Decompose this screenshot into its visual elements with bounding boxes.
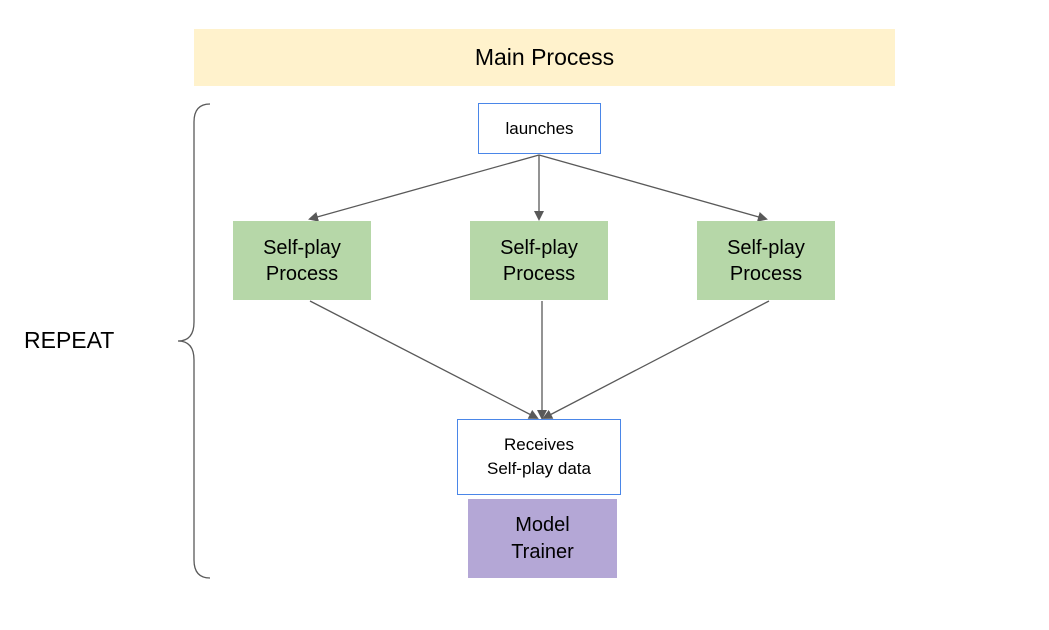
- arrow-selfplay-1-to-receives: [309, 300, 539, 419]
- arrow-launches-to-selfplay-1: [308, 154, 540, 222]
- self-play-process-box: Self-play Process: [697, 221, 835, 300]
- self-play-process-box: Self-play Process: [470, 221, 608, 300]
- arrow-launches-to-selfplay-3: [538, 154, 768, 222]
- repeat-brace: [177, 103, 211, 579]
- model-trainer-box: Model Trainer: [468, 499, 617, 578]
- receives-data-box: Receives Self-play data: [457, 419, 621, 495]
- launches-box: launches: [478, 103, 601, 154]
- repeat-label: REPEAT: [24, 327, 115, 353]
- arrow-selfplay-3-to-receives: [542, 300, 770, 419]
- self-play-process-box: Self-play Process: [233, 221, 371, 300]
- main-process-banner: Main Process: [194, 29, 895, 86]
